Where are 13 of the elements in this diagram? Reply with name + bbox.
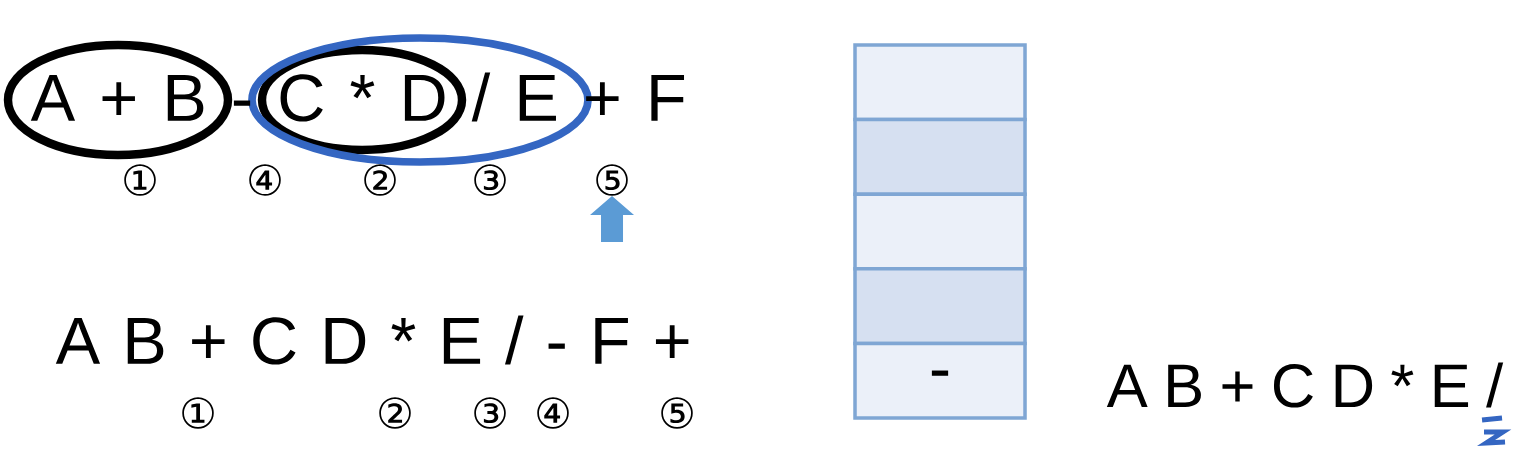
circled-number: ① (182, 397, 214, 429)
circled-number: ① (124, 164, 156, 196)
circled-number: ④ (537, 397, 569, 429)
circled-number: ⑤ (661, 397, 693, 429)
stack-cell: - (853, 341, 1027, 420)
circled-number: ④ (249, 164, 281, 196)
circled-number: ③ (474, 164, 506, 196)
circled-number: ② (379, 397, 411, 429)
expression-text: A B + C D * E / (1106, 362, 1504, 408)
circled-number: ② (364, 164, 396, 196)
expression-text: A B + C D * E / - F + (55, 315, 689, 365)
circled-number: ③ (474, 397, 506, 429)
circled-number: ⑤ (596, 164, 628, 196)
